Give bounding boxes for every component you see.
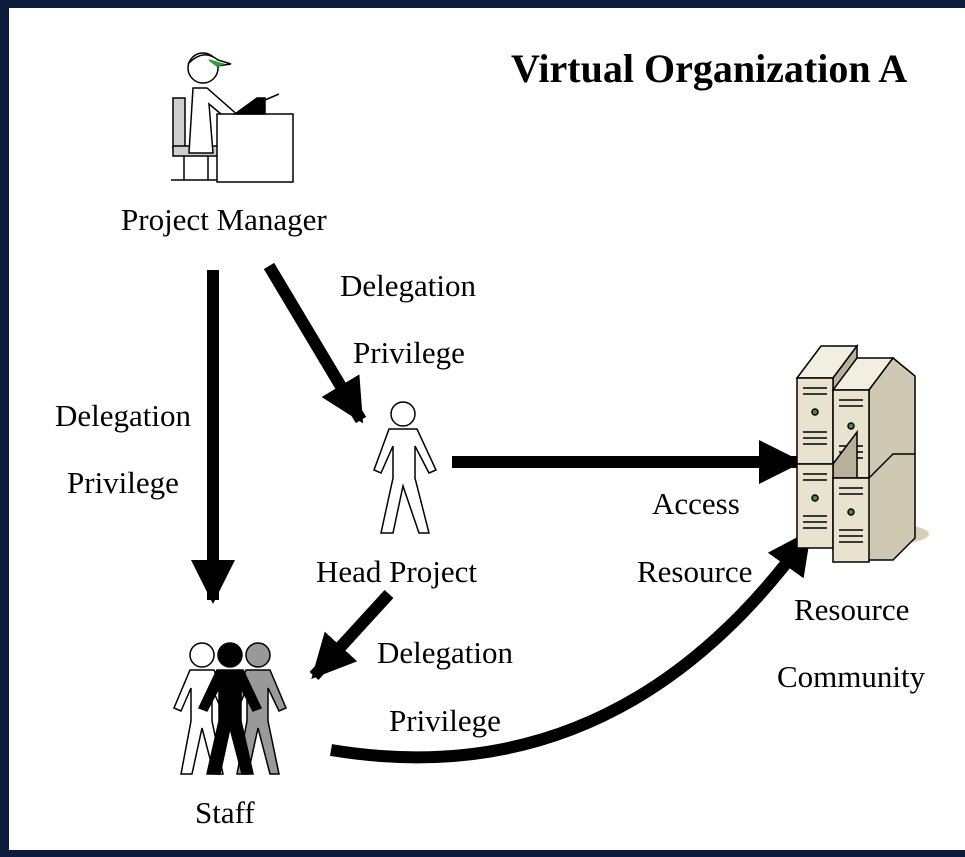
people-group-icon [173, 642, 287, 775]
pm-to-staff-label-line1: Delegation [55, 398, 192, 433]
project-manager-at-desk-icon [171, 52, 294, 183]
diagram-graphics [171, 52, 929, 775]
access-resource-label-line1: Access [652, 486, 740, 521]
head-to-staff-label-line2: Privilege [389, 703, 501, 738]
arrow-pm-to-head [263, 262, 367, 424]
pm-to-staff-label-line2: Privilege [67, 465, 179, 500]
arrow-head-to-staff [309, 589, 394, 681]
diagram-canvas: Virtual Organization A Project Manager D… [9, 8, 965, 850]
project-manager-label: Project Manager [121, 202, 327, 237]
person-outline-icon [373, 401, 438, 534]
arrow-staff-to-resource [330, 529, 814, 764]
staff-label: Staff [195, 795, 255, 830]
resource-community-label-line2: Community [777, 659, 926, 694]
head-to-staff-label-line1: Delegation [377, 635, 514, 670]
pm-to-head-label-line1: Delegation [340, 268, 477, 303]
resource-community-label-line1: Resource [794, 592, 910, 627]
pm-to-head-label-line2: Privilege [353, 335, 465, 370]
server-cluster-icon [795, 343, 929, 563]
diagram-title: Virtual Organization A [511, 46, 908, 91]
head-project-label: Head Project [316, 554, 477, 589]
access-resource-label-line2: Resource [637, 554, 753, 589]
